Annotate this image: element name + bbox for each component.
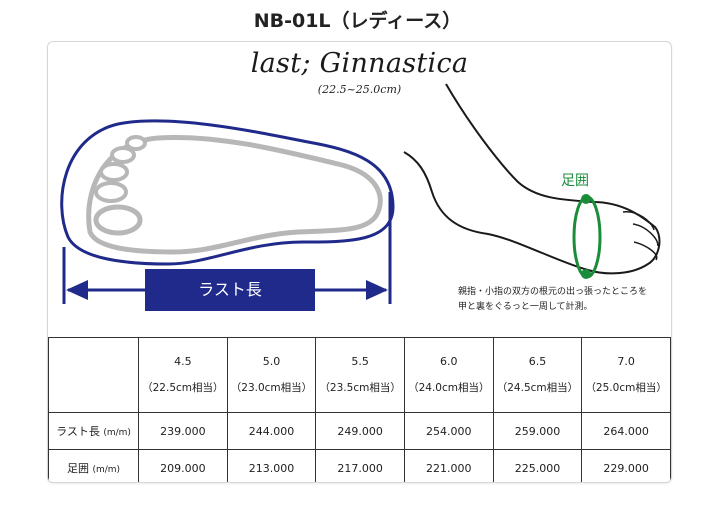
arrow-head-right bbox=[366, 280, 388, 300]
table-cell: 229.000 bbox=[581, 449, 671, 482]
note-line-2: 甲と裏をぐるっと一周して計測。 bbox=[458, 302, 593, 312]
page-title: NB-01L（レディース） bbox=[253, 10, 462, 32]
size-header-cell: 5.0（23.0cm相当） bbox=[226, 337, 317, 413]
table-cell: 259.000 bbox=[492, 412, 583, 450]
toe-3 bbox=[99, 162, 129, 182]
last-length-row: ラスト長 (m/m) 239.000 244.000 249.000 254.0… bbox=[48, 412, 671, 450]
ankle-row: 足囲 (m/m) 209.000 213.000 217.000 221.000… bbox=[48, 449, 671, 482]
table-cell: 239.000 bbox=[138, 412, 228, 450]
table-cell: 249.000 bbox=[315, 412, 405, 450]
corner-cell bbox=[48, 337, 139, 413]
size-header-cell: 6.5（24.5cm相当） bbox=[492, 337, 583, 413]
table-cell: 264.000 bbox=[581, 412, 671, 450]
note-line-1: 親指・小指の双方の根元の出っ張ったところを bbox=[458, 287, 648, 297]
last-size-range: (22.5~25.0cm) bbox=[317, 83, 402, 96]
side-foot-sketch bbox=[403, 83, 661, 275]
table-cell: 209.000 bbox=[138, 449, 228, 482]
last-length-label: ラスト長 bbox=[198, 280, 262, 299]
size-header-cell: 6.0（24.0cm相当） bbox=[403, 337, 494, 413]
size-header-row: 4.5（22.5cm相当） 5.0（23.0cm相当） 5.5（23.5cm相当… bbox=[48, 337, 671, 413]
size-header-cell: 4.5（22.5cm相当） bbox=[138, 337, 228, 413]
table-cell: 225.000 bbox=[492, 449, 583, 482]
table-cell: 217.000 bbox=[315, 449, 405, 482]
size-header-cell: 7.0（25.0cm相当） bbox=[581, 337, 671, 413]
row-label: ラスト長 (m/m) bbox=[48, 412, 139, 450]
last-name: last; Ginnastica bbox=[250, 48, 469, 79]
toe-4 bbox=[110, 146, 136, 164]
table-cell: 221.000 bbox=[403, 449, 494, 482]
row-label: 足囲 (m/m) bbox=[48, 449, 139, 482]
toe-5 bbox=[125, 135, 147, 151]
measurement-note: 親指・小指の双方の根元の出っ張ったところを 甲と裏をぐるっと一周して計測。 bbox=[458, 285, 668, 315]
toe-big bbox=[93, 204, 143, 236]
table-cell: 244.000 bbox=[226, 412, 317, 450]
ankle-point-top bbox=[581, 194, 591, 204]
size-chart-card: last; Ginnastica (22.5~25.0cm) ラスト長 足囲 親… bbox=[47, 41, 672, 483]
toe-2 bbox=[94, 181, 128, 203]
arrow-head-left bbox=[66, 280, 88, 300]
table-cell: 213.000 bbox=[226, 449, 317, 482]
foot-outline bbox=[86, 134, 383, 255]
side-foot-toes bbox=[622, 211, 659, 261]
ankle-point-bottom bbox=[581, 269, 591, 279]
ankle-ring bbox=[572, 195, 602, 279]
foot-diagram bbox=[60, 83, 661, 311]
ankle-label: 足囲 bbox=[561, 173, 589, 189]
last-length-box bbox=[145, 269, 315, 311]
size-table: 4.5（22.5cm相当） 5.0（23.0cm相当） 5.5（23.5cm相当… bbox=[48, 337, 671, 482]
size-header-cell: 5.5（23.5cm相当） bbox=[315, 337, 405, 413]
table-cell: 254.000 bbox=[403, 412, 494, 450]
